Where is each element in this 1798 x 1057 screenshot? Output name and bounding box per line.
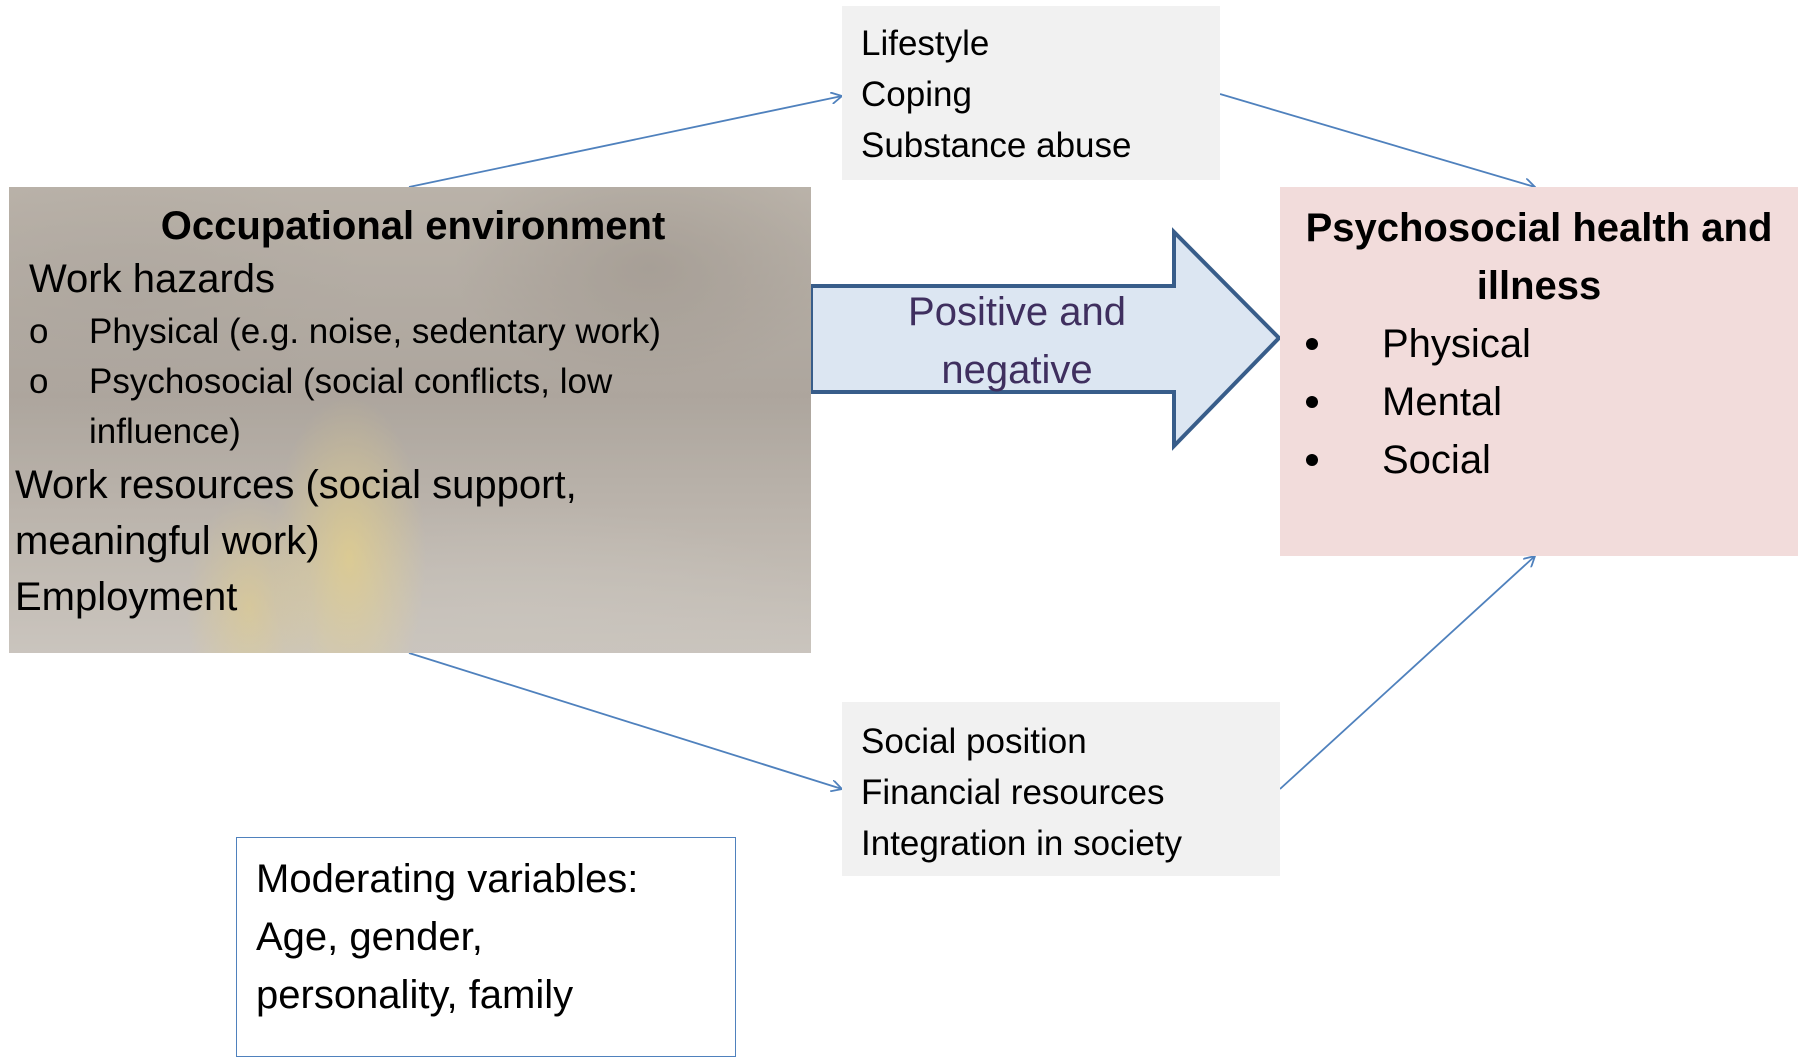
bullet-dot — [1306, 396, 1318, 408]
moderating-line-1: Moderating variables: — [256, 857, 639, 901]
work-resources-line-1: Work resources (social support, — [15, 463, 577, 507]
employment-label: Employment — [15, 575, 238, 619]
work-resources-line-2: meaningful work) — [15, 519, 320, 563]
lifestyle-line: Lifestyle — [861, 24, 990, 63]
big-arrow — [809, 227, 1282, 451]
moderating-variables-box: Moderating variables: Age, gender, perso… — [236, 837, 736, 1057]
financial-resources-line: Financial resources — [861, 773, 1165, 812]
substance-abuse-line: Substance abuse — [861, 126, 1132, 165]
bullet-dot — [1306, 454, 1318, 466]
hazard-psychosocial-line-2: influence) — [89, 412, 241, 451]
moderating-line-3: personality, family — [256, 973, 574, 1017]
occupational-title: Occupational environment — [160, 204, 666, 248]
health-item-label: Social — [1382, 438, 1491, 482]
occupational-environment-box: Occupational environment Work hazards o … — [9, 187, 811, 653]
work-hazards-label: Work hazards — [29, 257, 276, 301]
social-position-box: Social position Financial resources Inte… — [842, 702, 1280, 876]
link-social-to-health — [1279, 556, 1535, 790]
coping-line: Coping — [861, 75, 972, 114]
bullet-dot — [1306, 338, 1318, 350]
hazard-physical-item: o Physical (e.g. noise, sedentary work) — [29, 307, 797, 357]
hollow-bullet-marker: o — [29, 312, 49, 351]
health-item-social: Social — [1280, 431, 1798, 489]
health-item-label: Physical — [1382, 322, 1531, 366]
moderating-line-2: Age, gender, — [256, 915, 483, 959]
arrow-label-line-1: Positive and — [908, 290, 1126, 334]
link-occupational-to-social — [408, 652, 842, 789]
health-title-line-1: Psychosocial health and — [1305, 206, 1773, 250]
health-item-label: Mental — [1382, 380, 1503, 424]
health-item-mental: Mental — [1280, 373, 1798, 431]
health-title-line-2: illness — [1476, 264, 1602, 308]
lifestyle-box: Lifestyle Coping Substance abuse — [842, 6, 1220, 180]
link-lifestyle-to-health — [1219, 93, 1535, 187]
hazard-psychosocial-item: o Psychosocial (social conflicts, low in… — [29, 357, 797, 457]
hazard-psychosocial-text: Psychosocial (social conflicts, low infl… — [89, 357, 612, 457]
health-item-physical: Physical — [1280, 315, 1798, 373]
hollow-bullet-marker: o — [29, 362, 49, 401]
connectors-layer — [408, 0, 1798, 1028]
link-occupational-to-lifestyle — [408, 96, 842, 188]
big-arrow-label: Positive and negative — [840, 283, 1194, 399]
hazard-psychosocial-line-1: Psychosocial (social conflicts, low — [89, 362, 613, 401]
social-position-line: Social position — [861, 722, 1087, 761]
arrow-label-line-2: negative — [941, 348, 1093, 392]
integration-line: Integration in society — [861, 824, 1183, 863]
hazard-physical-text: Physical (e.g. noise, sedentary work) — [89, 312, 661, 351]
psychosocial-health-box: Psychosocial health and illness Physical… — [1280, 187, 1798, 556]
